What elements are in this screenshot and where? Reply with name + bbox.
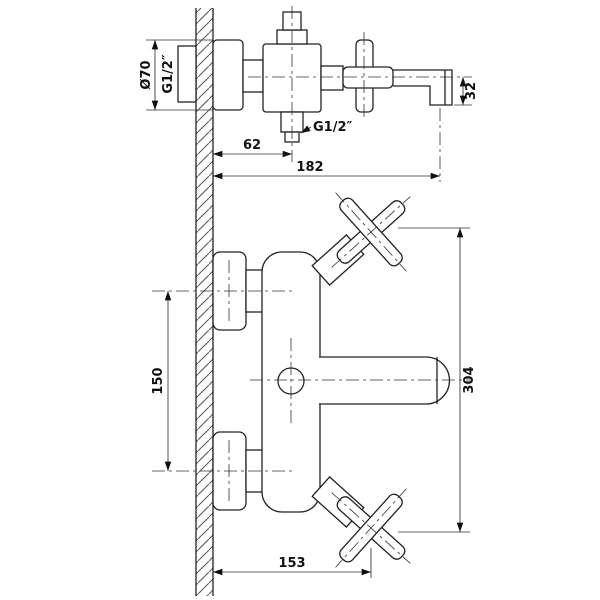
front-view (152, 192, 473, 568)
inlet-pipe (177, 45, 197, 103)
leader-line (300, 125, 312, 134)
dimension-outlet-thread: G1/2″ (300, 120, 353, 135)
dim-label-diameter-70: Ø70 (139, 60, 154, 89)
dim-label-182: 182 (296, 160, 323, 175)
spout-front (319, 356, 451, 405)
dimension-32: 32 (454, 77, 479, 106)
dimension-diameter-70: Ø70 G1/2″ (139, 39, 213, 111)
top-handle-centerline (335, 192, 407, 272)
wall-hatch (195, 8, 214, 596)
spout-side (393, 69, 453, 106)
bottom-handle-centerline (335, 488, 407, 568)
dimension-62: 62 (213, 138, 292, 158)
dim-label-outlet-thread: G1/2″ (313, 120, 353, 135)
side-view (177, 6, 472, 182)
dim-label-62: 62 (243, 138, 261, 153)
dimension-304: 304 (398, 227, 477, 533)
dimension-182: 182 (213, 160, 440, 180)
dimension-150: 150 (151, 291, 172, 471)
wall-escutcheon-side (212, 39, 244, 111)
wall-hatch-fill (196, 8, 213, 596)
handle-cross-horizontal-arm (342, 66, 394, 89)
dim-label-153: 153 (278, 556, 305, 571)
dim-label-304: 304 (462, 366, 477, 393)
dim-label-150: 150 (151, 367, 166, 394)
dimension-153: 153 (213, 548, 372, 578)
dim-label-32: 32 (464, 82, 479, 100)
dim-label-inlet-thread: G1/2″ (161, 54, 176, 94)
handle-stem-side (320, 65, 344, 91)
connector-neck (242, 59, 264, 93)
